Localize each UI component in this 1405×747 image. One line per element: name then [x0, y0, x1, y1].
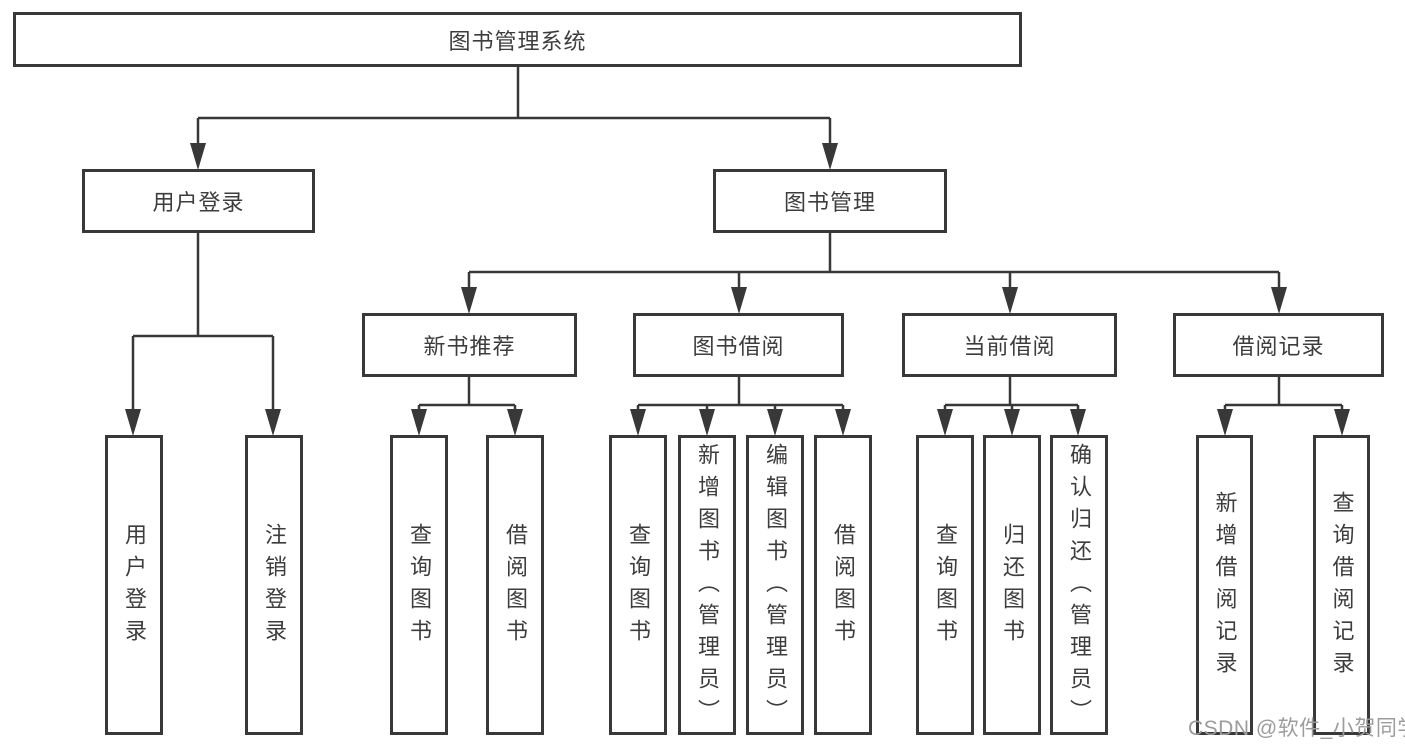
- leaf-br-query-record: 查询借阅记录: [1313, 435, 1370, 735]
- node-book-borrow: 图书借阅: [633, 313, 844, 377]
- leaf-cb-confirm-return-admin: 确认归还（管理员）: [1050, 435, 1108, 735]
- node-root-system: 图书管理系统: [13, 12, 1022, 67]
- leaf-bb-add-books-admin: 新增图书（管理员）: [678, 435, 736, 735]
- leaf-br-add-record: 新增借阅记录: [1196, 435, 1253, 735]
- leaf-user-login: 用户登录: [105, 435, 163, 735]
- leaf-bb-query-books: 查询图书: [609, 435, 667, 735]
- leaf-bb-borrow-books: 借阅图书: [814, 435, 872, 735]
- node-borrow-records: 借阅记录: [1173, 313, 1384, 377]
- leaf-nb-borrow-books: 借阅图书: [486, 435, 544, 735]
- leaf-logout: 注销登录: [245, 435, 303, 735]
- leaf-cb-return-books: 归还图书: [983, 435, 1041, 735]
- node-new-book-recommend: 新书推荐: [362, 313, 577, 377]
- node-current-borrow: 当前借阅: [902, 313, 1117, 377]
- leaf-nb-query-books: 查询图书: [390, 435, 448, 735]
- csdn-watermark: CSDN @软件_小贺同学: [1188, 717, 1405, 740]
- leaf-cb-query-books: 查询图书: [916, 435, 974, 735]
- leaf-bb-edit-books-admin: 编辑图书（管理员）: [746, 435, 804, 735]
- node-book-management: 图书管理: [713, 169, 947, 233]
- node-user-login: 用户登录: [82, 169, 315, 233]
